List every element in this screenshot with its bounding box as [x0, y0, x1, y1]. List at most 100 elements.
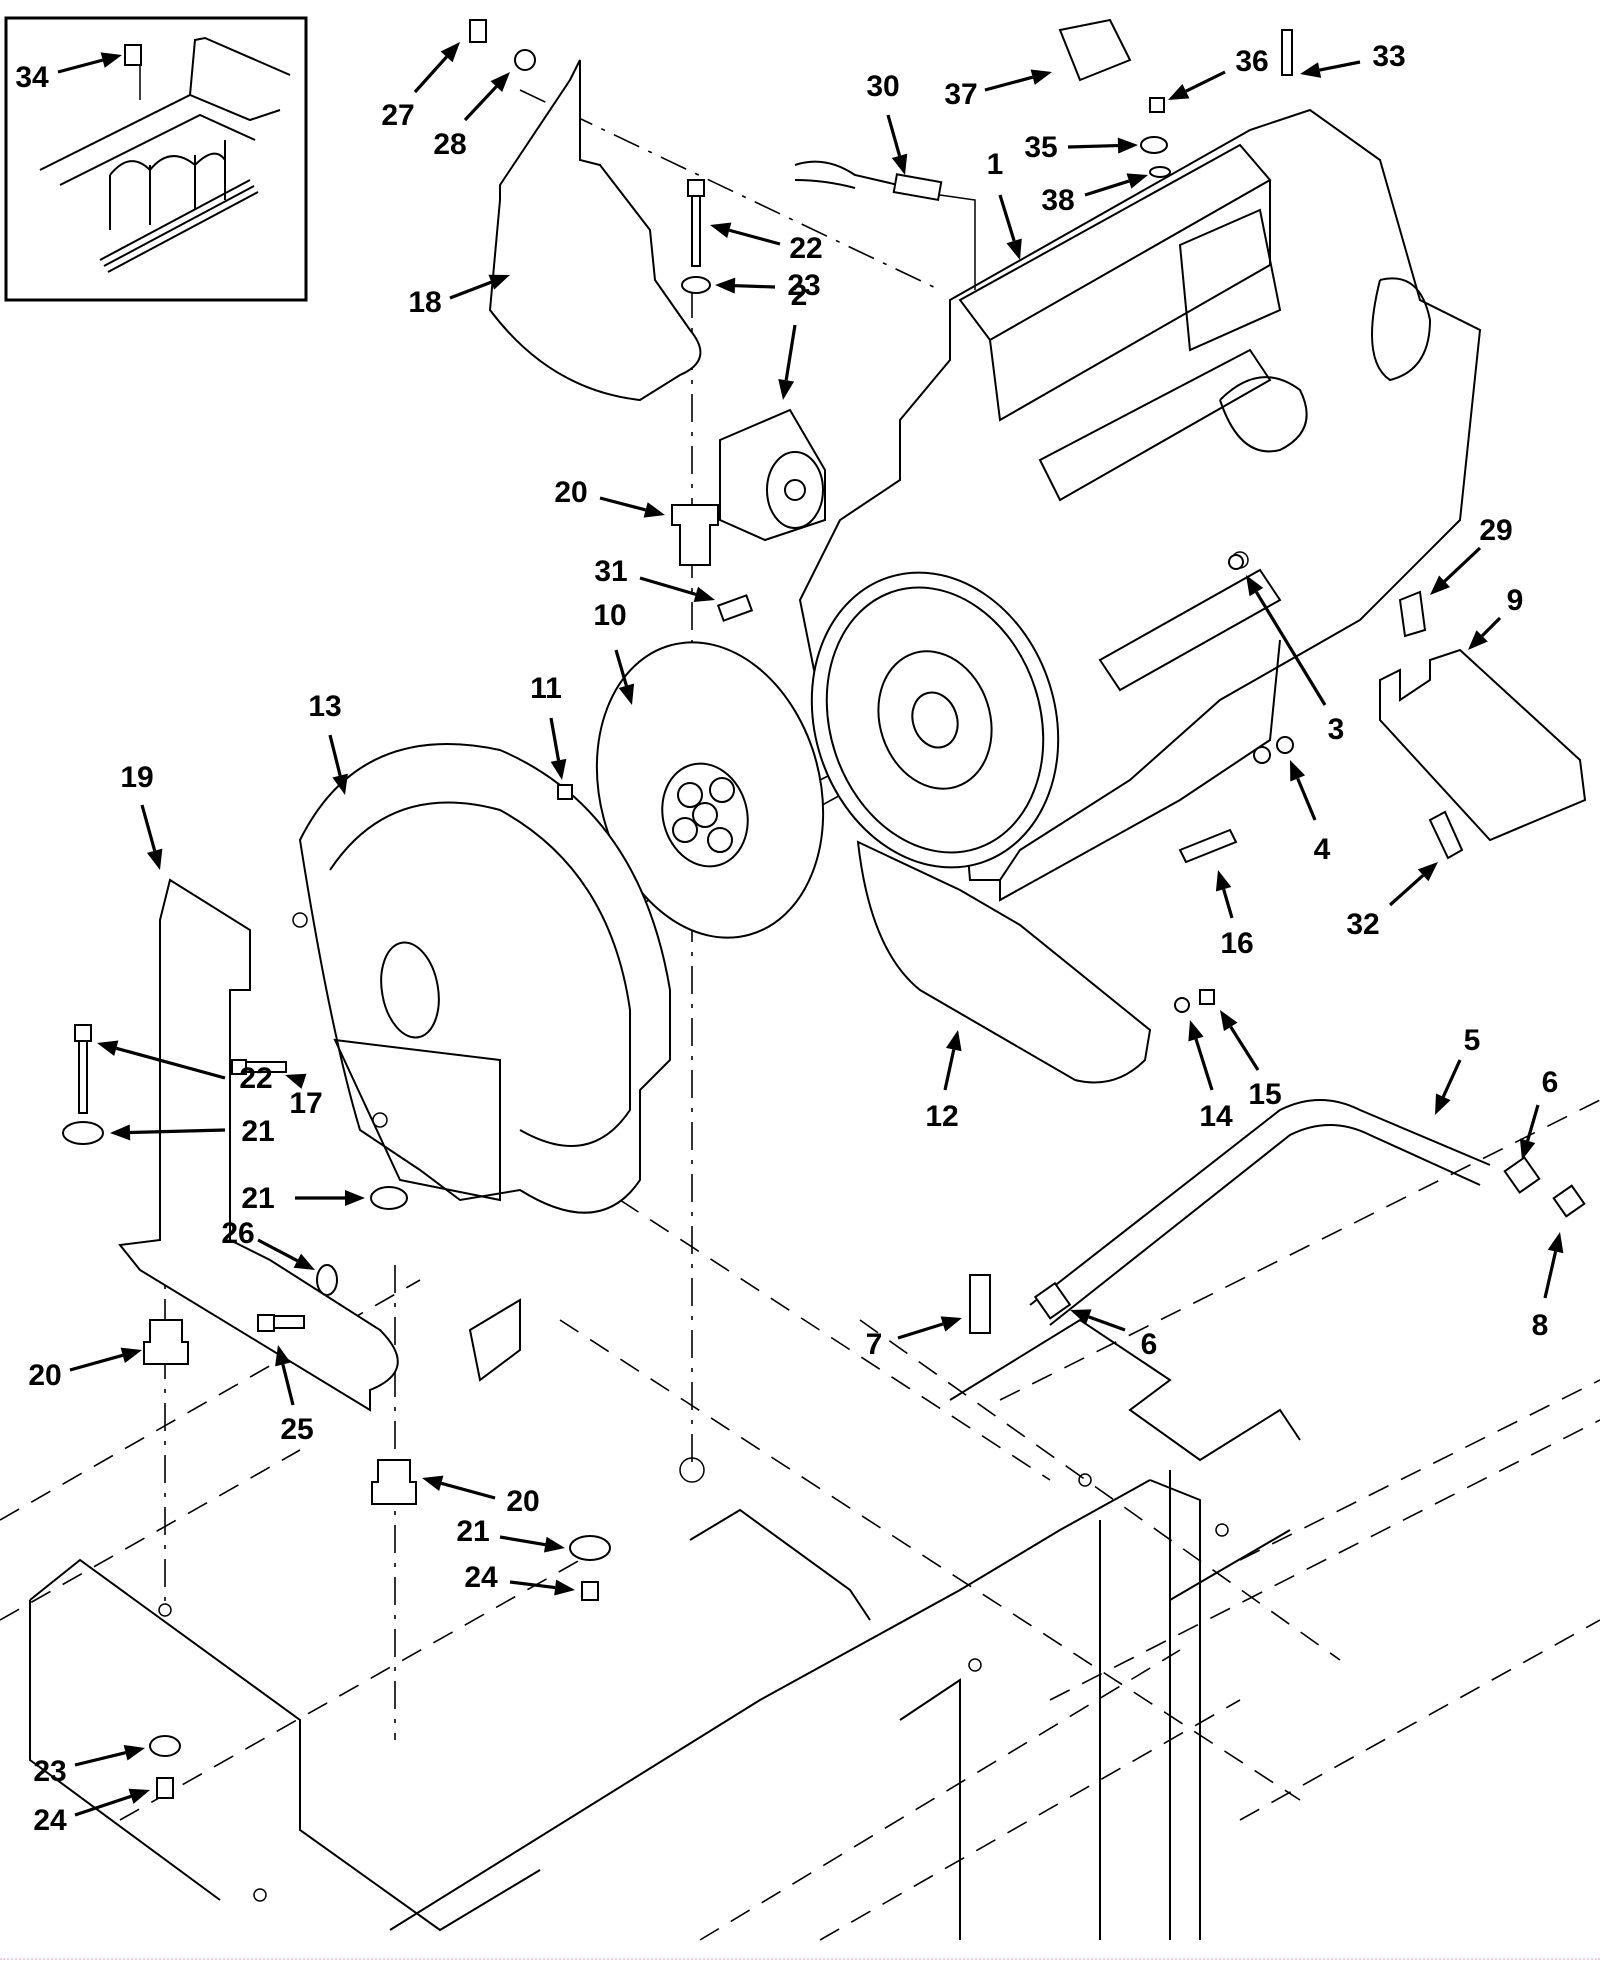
callout-arrow-13: [328, 734, 348, 795]
callout-arrow-38: [1084, 173, 1148, 197]
callout-arrow-24: [509, 1579, 575, 1596]
callout-arrow-36: [1168, 70, 1226, 100]
callout-label-24: 24: [464, 1561, 498, 1594]
callout-arrow-6: [1070, 1309, 1126, 1332]
callout-label-1: 1: [987, 148, 1004, 181]
flywheel: [810, 571, 1060, 869]
callout-arrow-16: [1215, 870, 1234, 919]
callout-label-2: 2: [791, 279, 808, 312]
callout-arrow-14: [1188, 1020, 1214, 1091]
callout-label-7: 7: [866, 1328, 883, 1361]
callout-label-21: 21: [456, 1515, 489, 1548]
callout-label-38: 38: [1041, 184, 1074, 217]
callout-arrow-35: [1067, 137, 1138, 154]
callout-labels: 1234566789101112131415161718192020202121…: [15, 40, 1558, 1837]
callout-label-11: 11: [530, 672, 562, 705]
callout-arrow-17: [285, 1073, 307, 1089]
callout-label-24: 24: [33, 1804, 67, 1837]
callout-label-5: 5: [1464, 1024, 1481, 1057]
callout-label-33: 33: [1372, 40, 1405, 73]
callout-arrow-23: [715, 277, 776, 294]
inset-detail: [4, 16, 308, 302]
callout-label-3: 3: [1328, 713, 1345, 746]
callout-leaders: [57, 42, 1564, 1817]
callout-arrow-26: [257, 1238, 315, 1270]
callout-label-6: 6: [1542, 1066, 1559, 1099]
callout-arrow-32: [1388, 862, 1438, 907]
callout-arrow-6: [1519, 1104, 1540, 1160]
callout-label-22: 22: [239, 1062, 272, 1095]
callout-label-34: 34: [15, 61, 49, 94]
callout-label-37: 37: [944, 78, 977, 111]
adapter-housing: [292, 743, 671, 1214]
callout-arrow-3: [1246, 575, 1327, 706]
callout-label-20: 20: [28, 1359, 61, 1392]
drive-plate: [595, 641, 825, 939]
callout-arrow-24: [74, 1788, 150, 1817]
callout-label-17: 17: [289, 1087, 322, 1120]
callout-arrow-21: [295, 1190, 365, 1206]
callout-label-25: 25: [280, 1413, 313, 1446]
engine-mount-bracket-18: [488, 59, 702, 402]
callout-label-15: 15: [1248, 1078, 1281, 1111]
callout-label-14: 14: [1199, 1100, 1233, 1133]
callout-arrow-22: [97, 1040, 226, 1080]
callout-label-13: 13: [308, 690, 341, 723]
callout-label-21: 21: [241, 1182, 274, 1215]
callout-label-22: 22: [789, 232, 822, 265]
callout-arrow-31: [639, 576, 715, 603]
callout-arrow-20: [599, 496, 665, 518]
callout-arrow-18: [449, 274, 510, 300]
callout-label-18: 18: [408, 286, 441, 319]
callout-arrow-33: [1300, 60, 1361, 78]
callout-label-9: 9: [1507, 584, 1524, 617]
callout-label-21: 21: [241, 1115, 274, 1148]
oil-drain-hose: [969, 1099, 1586, 1334]
callout-label-23: 23: [33, 1755, 66, 1788]
heat-shield: [1379, 648, 1587, 842]
callout-label-10: 10: [593, 599, 626, 632]
oil-filter: [719, 408, 826, 542]
callout-label-29: 29: [1479, 514, 1512, 547]
callout-arrow-8: [1543, 1232, 1564, 1299]
page-bottom-rule: [0, 1958, 1600, 1960]
callout-arrow-22: [710, 222, 781, 246]
callout-arrow-27: [413, 42, 460, 94]
callout-arrow-19: [140, 804, 163, 870]
callout-label-30: 30: [866, 70, 899, 103]
callout-label-20: 20: [506, 1485, 539, 1518]
callout-arrow-1: [998, 194, 1022, 260]
callout-arrow-23: [74, 1744, 145, 1767]
callout-label-12: 12: [925, 1100, 958, 1133]
callout-arrow-28: [463, 72, 510, 122]
callout-arrow-25: [275, 1345, 295, 1406]
callout-label-20: 20: [554, 476, 587, 509]
callout-label-23: 23: [787, 269, 820, 302]
callout-label-6: 6: [1141, 1328, 1158, 1361]
callout-arrow-30: [886, 114, 908, 175]
callout-arrow-11: [549, 717, 567, 780]
callout-label-28: 28: [433, 128, 466, 161]
callout-label-16: 16: [1220, 927, 1253, 960]
callout-label-19: 19: [120, 761, 153, 794]
callout-arrow-7: [897, 1316, 962, 1340]
callout-arrow-9: [1468, 616, 1502, 650]
callout-arrow-5: [1435, 1059, 1462, 1115]
chassis-frame: [29, 1298, 1301, 1940]
callout-arrow-4: [1290, 760, 1317, 821]
callout-arrow-20: [69, 1347, 142, 1372]
callout-label-8: 8: [1532, 1309, 1549, 1342]
callout-label-35: 35: [1024, 131, 1057, 164]
engine-mount-bracket-19: [118, 878, 399, 1412]
callout-label-31: 31: [594, 555, 627, 588]
callout-arrow-15: [1220, 1010, 1260, 1071]
callout-arrow-34: [57, 52, 122, 74]
flywheel-cover: [856, 840, 1152, 1084]
hardware-parts: [62, 18, 1587, 1799]
callout-label-27: 27: [381, 99, 414, 132]
callout-arrow-21: [499, 1535, 565, 1553]
callout-arrow-10: [614, 649, 635, 705]
callout-label-36: 36: [1235, 45, 1268, 78]
callout-arrow-20: [422, 1475, 496, 1500]
